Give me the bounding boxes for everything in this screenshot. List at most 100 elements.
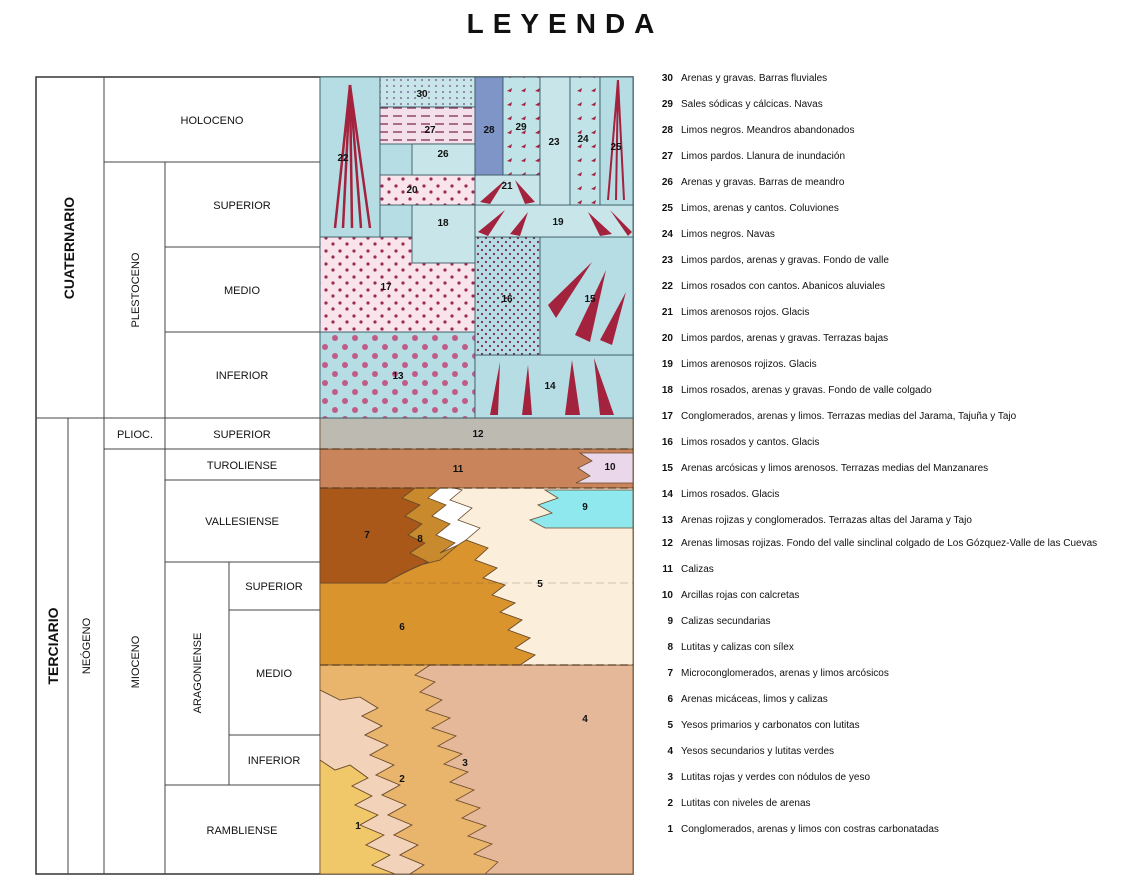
stage-inferior-q: INFERIOR xyxy=(216,370,269,382)
legend-number: 24 xyxy=(661,229,673,240)
unit-label-14: 14 xyxy=(544,381,556,392)
unit-label-9: 9 xyxy=(582,502,588,513)
legend-number: 19 xyxy=(661,359,673,370)
stage-medio-a: MEDIO xyxy=(256,668,293,680)
unit-label-2: 2 xyxy=(399,774,405,785)
unit-15-wedges xyxy=(548,262,626,345)
quaternary-units xyxy=(319,76,634,419)
legend-number: 21 xyxy=(661,307,673,318)
legend-item: 23 Limos pardos, arenas y gravas. Fondo d… xyxy=(645,255,1121,266)
subperiod-aragoniense: ARAGONIENSE xyxy=(192,633,204,714)
unit-10-area xyxy=(575,452,634,484)
legend-item: 7 Microconglomerados, arenas y limos arcó… xyxy=(645,668,1121,679)
legend-number: 15 xyxy=(661,463,673,474)
subperiod-neogeno: NEÓGENO xyxy=(80,617,93,674)
legend-number: 13 xyxy=(661,515,673,526)
legend-number: 18 xyxy=(661,385,673,396)
unit-30-area xyxy=(379,76,476,108)
legend-description: Microconglomerados, arenas y limos arcós… xyxy=(681,668,889,679)
unit-label-5: 5 xyxy=(537,579,543,590)
legend-number: 29 xyxy=(661,99,673,110)
legend-description: Limos pardos, arenas y gravas. Fondo de … xyxy=(681,255,889,266)
legend-description: Yesos secundarios y lutitas verdes xyxy=(681,746,835,757)
unit-label-20: 20 xyxy=(406,185,418,196)
stage-rambliense: RAMBLIENSE xyxy=(207,825,278,837)
unit-3-area xyxy=(319,664,499,875)
legend-item: 19 Limos arenosos rojizos. Glacis xyxy=(645,359,1121,370)
legend-number: 28 xyxy=(661,125,673,136)
legend-number: 9 xyxy=(667,616,673,627)
stage-plioc: PLIOC. xyxy=(117,429,153,441)
unit-label-3: 3 xyxy=(462,758,468,769)
legend-description: Limos arenosos rojizos. Glacis xyxy=(681,359,817,370)
unit-22-fan xyxy=(333,84,372,229)
subperiod-plestoceno: PLESTOCENO xyxy=(130,252,142,327)
legend-description: Arenas arcósicas y limos arenosos. Terra… xyxy=(681,463,989,474)
legend-description: Lutitas y calizas con sílex xyxy=(681,642,794,653)
stage-vallesiense: VALLESIENSE xyxy=(205,516,279,528)
unit-label-21: 21 xyxy=(501,181,513,192)
legend-description: Arenas limosas rojizas. Fondo del valle … xyxy=(681,538,1098,549)
legend-description: Yesos primarios y carbonatos con lutitas xyxy=(681,720,860,731)
legend-description: Limos rosados con cantos. Abanicos aluvi… xyxy=(681,281,886,292)
unit-label-26: 26 xyxy=(437,149,449,160)
unit-14-wedges xyxy=(490,358,614,415)
legend-number: 23 xyxy=(661,255,673,266)
legend-number: 10 xyxy=(661,590,673,601)
unit-label-10: 10 xyxy=(604,462,616,473)
unit-21-wedges xyxy=(480,180,535,204)
unit-label-27: 27 xyxy=(424,125,436,136)
unit-label-8: 8 xyxy=(417,534,423,545)
unit-16-area xyxy=(474,236,541,356)
legend-description: Lutitas rojas y verdes con nódulos de ye… xyxy=(681,772,870,783)
stratigraphic-column: CUATERNARIO TERCIARIO PLESTOCENO NEÓGENO… xyxy=(35,76,634,875)
legend-number: 11 xyxy=(662,564,673,575)
legend-number: 7 xyxy=(667,668,673,679)
unit-label-1: 1 xyxy=(355,821,361,832)
unit-label-18: 18 xyxy=(437,218,449,229)
legend-number: 6 xyxy=(667,694,673,705)
legend-number: 30 xyxy=(661,73,673,84)
legend-description: Limos rosados y cantos. Glacis xyxy=(681,437,820,448)
legend-number: 14 xyxy=(661,489,673,500)
legend-item: 13 Arenas rojizas y conglomerados. Terraz… xyxy=(645,515,1121,526)
unit-label-24: 24 xyxy=(577,134,589,145)
legend-description: Conglomerados, arenas y limos. Terrazas … xyxy=(681,411,1017,422)
unit-29-area xyxy=(502,76,541,176)
legend-item: 5 Yesos primarios y carbonatos con lutita… xyxy=(645,720,1121,731)
unit-8-area xyxy=(401,487,459,573)
unit-label-11: 11 xyxy=(453,464,464,475)
legend-title: LEYENDA xyxy=(466,8,664,39)
unit-label-13: 13 xyxy=(392,371,404,382)
unit-23-area xyxy=(539,76,571,206)
legend-description: Sales sódicas y cálcicas. Navas xyxy=(681,99,823,110)
unit-9-area xyxy=(528,489,634,529)
unit-label-23: 23 xyxy=(548,137,560,148)
legend-description: Limos pardos. Llanura de inundación xyxy=(681,151,845,162)
legend-description: Limos rosados. Glacis xyxy=(681,489,780,500)
legend-item: 12 Arenas limosas rojizas. Fondo del vall… xyxy=(645,538,1121,549)
unit-label-16: 16 xyxy=(501,294,513,305)
unit-18-area xyxy=(411,204,476,264)
unit-label-6: 6 xyxy=(399,622,405,633)
unit-25-fan xyxy=(607,79,625,201)
stage-inferior-a: INFERIOR xyxy=(248,755,301,767)
legend-number: 26 xyxy=(661,177,673,188)
legend-number: 12 xyxy=(661,538,673,549)
legend-number: 1 xyxy=(667,824,673,835)
subperiod-mioceno: MIOCENO xyxy=(130,635,142,688)
legend-number: 5 xyxy=(667,720,673,731)
legend-description: Arenas rojizas y conglomerados. Terrazas… xyxy=(681,515,972,526)
unit-label-19: 19 xyxy=(552,217,564,228)
